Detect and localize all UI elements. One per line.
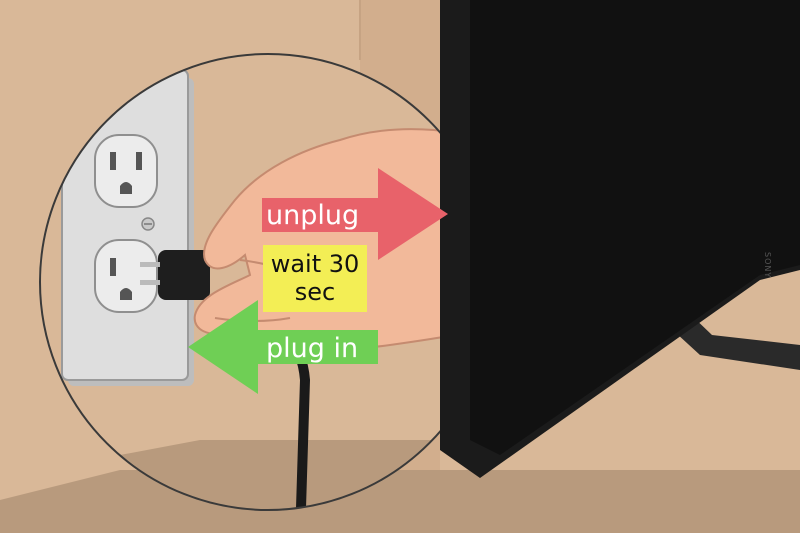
wait-box-background [263, 245, 367, 312]
unplug-arrow [262, 168, 448, 260]
unplug-label: unplug [266, 200, 360, 231]
tv-brand-label: SONY [763, 252, 772, 279]
plug-in-arrow [188, 300, 378, 394]
magnified-view [40, 54, 496, 510]
wait-box: wait 30 sec [263, 245, 367, 312]
wait-line-2: sec [294, 277, 336, 306]
wait-line-1: wait 30 [270, 249, 360, 278]
plug-in-label: plug in [266, 333, 359, 364]
upper-receptacle [94, 134, 158, 208]
lower-receptacle [94, 239, 158, 313]
floor [0, 470, 800, 533]
power-plug [158, 250, 210, 300]
